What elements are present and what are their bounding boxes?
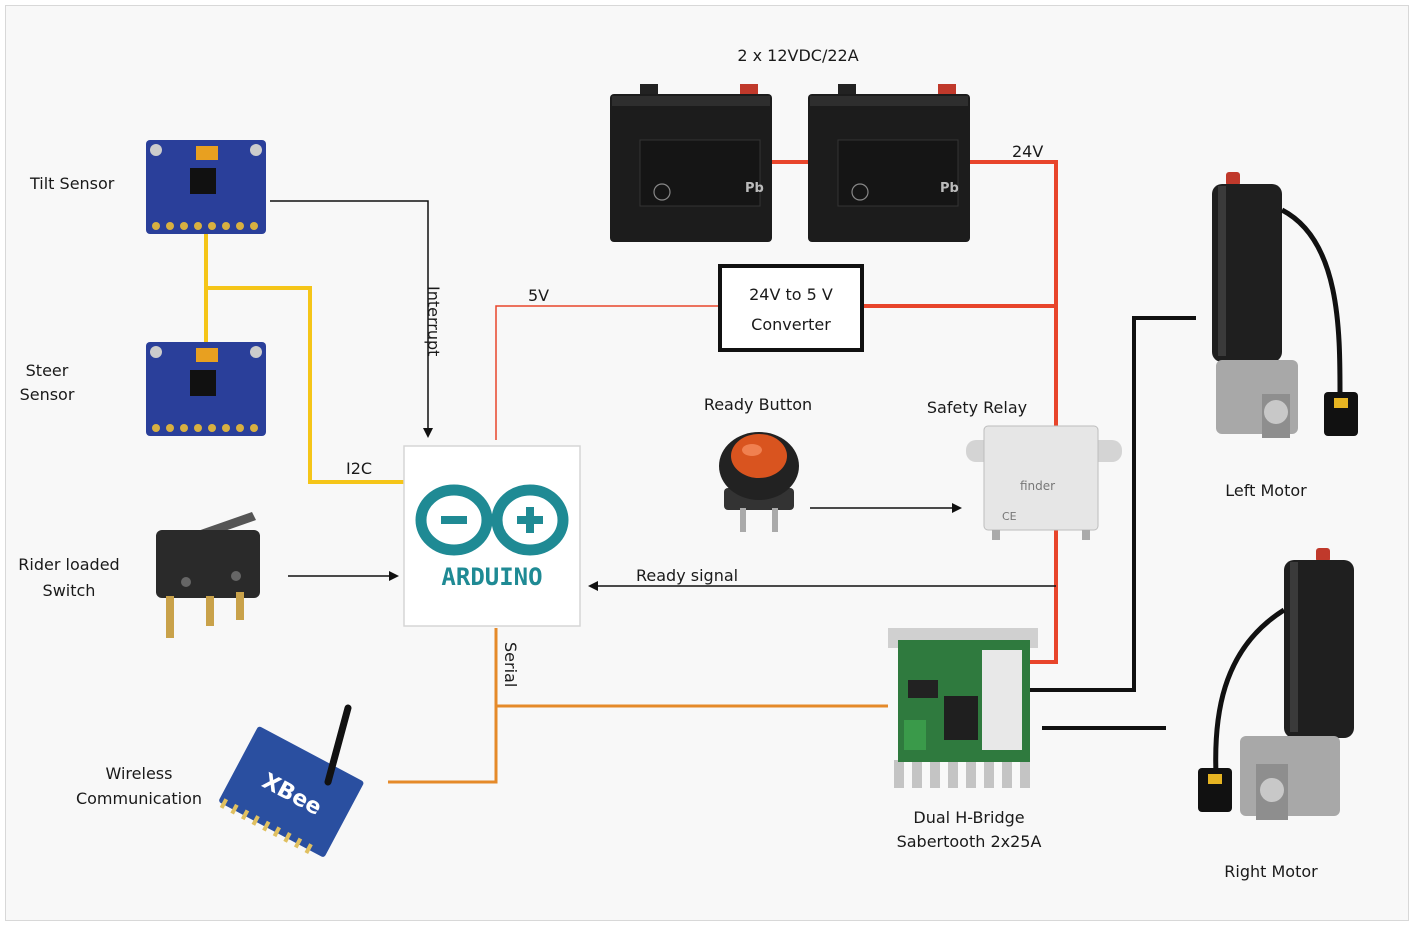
batteries-label: 2 x 12VDC/22A bbox=[737, 46, 858, 65]
steer-sensor-board bbox=[146, 342, 266, 436]
left-motor bbox=[1212, 172, 1358, 438]
relay-ce-text: CE bbox=[1002, 510, 1017, 523]
wireless-label-line2: Communication bbox=[76, 789, 202, 808]
labels: 2 x 12VDC/22A 24V 5V Tilt Sensor Steer S… bbox=[18, 46, 1318, 881]
converter-label-line1: 24V to 5 V bbox=[749, 285, 833, 304]
converter-box: 24V to 5 V Converter bbox=[718, 264, 864, 352]
label-24v: 24V bbox=[1012, 142, 1043, 161]
rider-switch-label-line1: Rider loaded bbox=[18, 555, 119, 574]
battery-label-pb-2: Pb bbox=[940, 181, 959, 196]
tilt-sensor-board bbox=[146, 140, 266, 234]
battery-left: Pb bbox=[610, 84, 772, 242]
rider-switch-label-line2: Switch bbox=[43, 581, 96, 600]
ready-signal-label: Ready signal bbox=[636, 566, 738, 585]
wire-i2c-main bbox=[206, 286, 404, 484]
tilt-sensor-label: Tilt Sensor bbox=[29, 174, 115, 193]
wire-serial bbox=[388, 628, 498, 784]
xbee-antenna bbox=[324, 704, 352, 786]
h-bridge-label-line2: Sabertooth 2x25A bbox=[897, 832, 1042, 851]
safety-relay-label: Safety Relay bbox=[927, 398, 1027, 417]
i2c-label: I2C bbox=[346, 459, 372, 478]
ready-button bbox=[719, 432, 799, 532]
wireless-label-line1: Wireless bbox=[106, 764, 173, 783]
label-5v: 5V bbox=[528, 286, 549, 305]
wire-interrupt bbox=[270, 200, 433, 438]
h-bridge-board bbox=[888, 628, 1038, 788]
safety-relay: finder CE bbox=[966, 425, 1122, 540]
arduino-logo-text: ARDUINO bbox=[441, 563, 542, 591]
right-motor-label: Right Motor bbox=[1224, 862, 1318, 881]
steer-sensor-label-line2: Sensor bbox=[20, 385, 75, 404]
rider-switch bbox=[156, 512, 260, 638]
h-bridge-label-line1: Dual H-Bridge bbox=[913, 808, 1024, 827]
battery-label-pb: Pb bbox=[745, 181, 764, 196]
converter-label-line2: Converter bbox=[751, 315, 831, 334]
wire-24v-main bbox=[970, 160, 1058, 664]
battery-right: Pb bbox=[808, 84, 970, 242]
wires bbox=[204, 160, 1196, 784]
steer-sensor-label-line1: Steer bbox=[26, 361, 69, 380]
arduino-board: ARDUINO bbox=[403, 445, 581, 627]
wire-left-motor bbox=[1030, 316, 1196, 692]
left-motor-label: Left Motor bbox=[1225, 481, 1307, 500]
wire-5v bbox=[495, 305, 720, 440]
serial-label: Serial bbox=[501, 642, 520, 687]
interrupt-label: Interrupt bbox=[424, 286, 443, 356]
xbee-module: XBee bbox=[219, 726, 364, 857]
relay-brand-text: finder bbox=[1020, 479, 1055, 493]
right-motor bbox=[1198, 548, 1354, 820]
ready-button-label: Ready Button bbox=[704, 395, 812, 414]
